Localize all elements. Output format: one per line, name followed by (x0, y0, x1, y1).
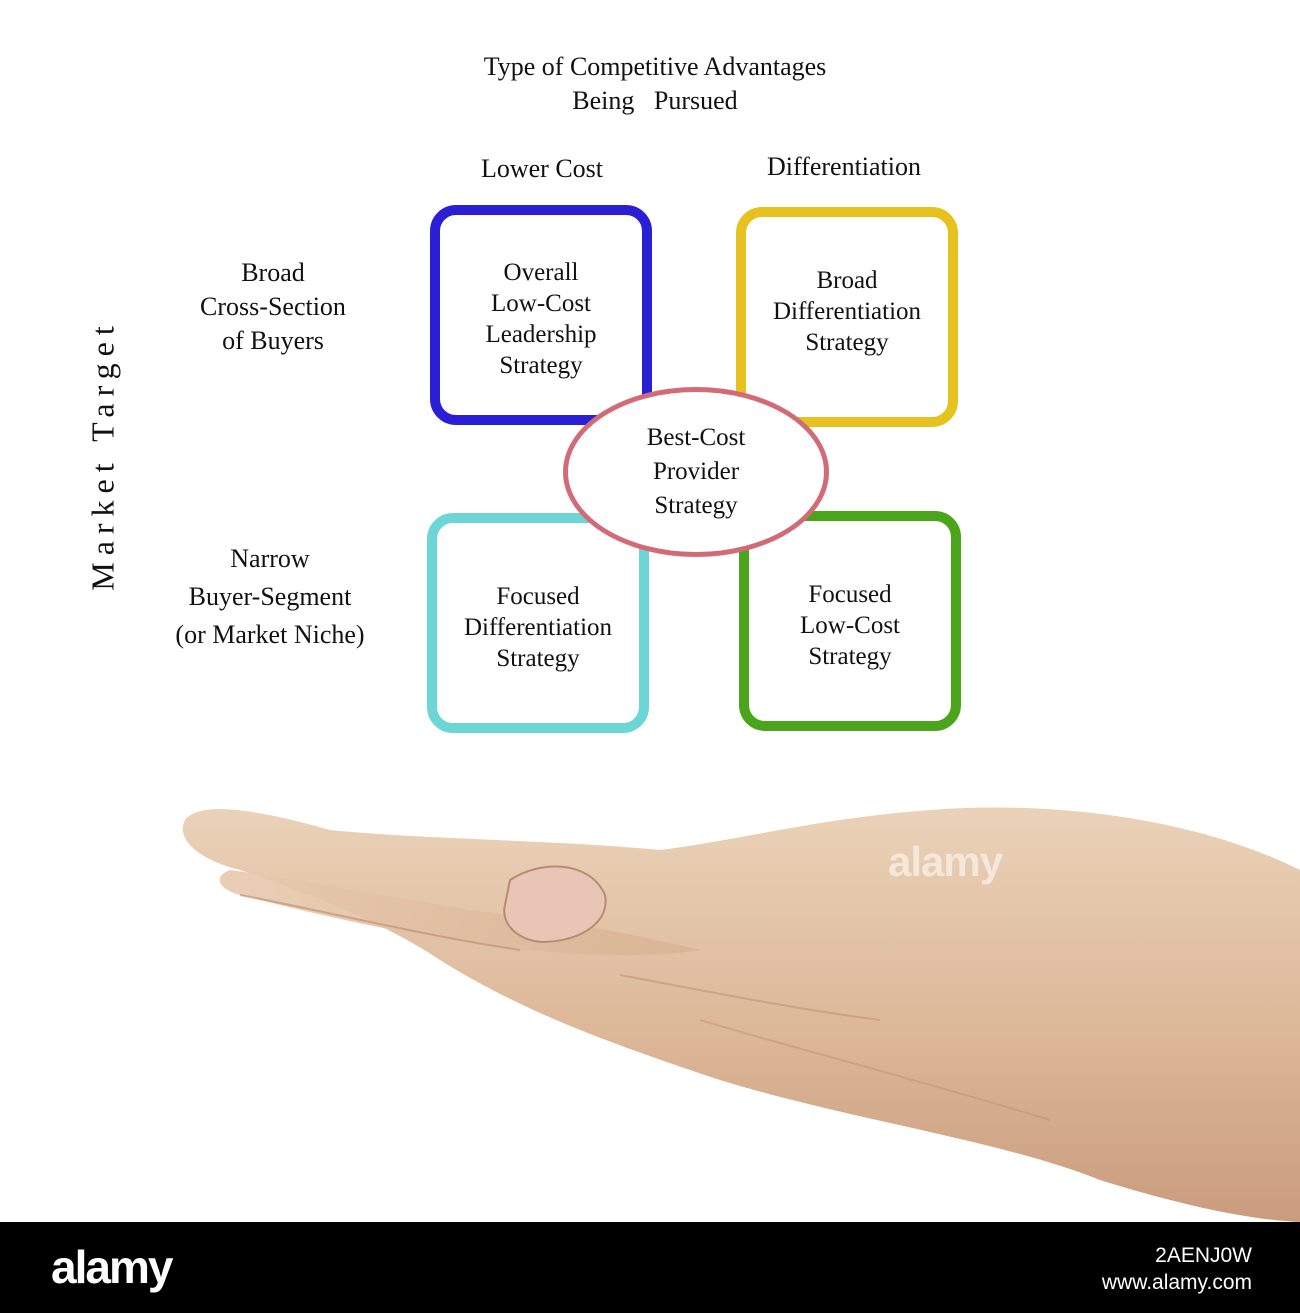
ellipse-best-cost-provider: Best-Cost Provider Strategy (563, 387, 829, 557)
title-line-1: Type of Competitive Advantages (483, 52, 827, 81)
box-broad-differentiation: Broad Differentiation Strategy (736, 207, 958, 427)
box-overall-low-cost-text: Overall Low-Cost Leadership Strategy (485, 259, 597, 379)
row-label-broad: Broad Cross-Section of Buyers (200, 258, 346, 355)
box-focused-low-cost: Focused Low-Cost Strategy (739, 511, 961, 731)
box-focused-differentiation-text: Focused Differentiation Strategy (463, 583, 613, 672)
row-label-narrow: Narrow Buyer-Segment (or Market Niche) (175, 544, 365, 649)
column-heading-differentiation: Differentiation (766, 152, 922, 181)
footer-logo: alamy (51, 1241, 173, 1293)
open-hand-image (183, 807, 1300, 1222)
box-broad-differentiation-text: Broad Differentiation Strategy (772, 267, 922, 356)
diagram-title: Type of Competitive Advantages Being Pur… (355, 50, 955, 118)
footer-bar: alamy 2AENJ0W www.alamy.com (0, 1222, 1300, 1313)
axis-label-market-target: Market Target (84, 319, 121, 591)
watermark: alamy (888, 838, 1003, 885)
box-focused-low-cost-text: Focused Low-Cost Strategy (800, 581, 900, 670)
title-line-2: Being Pursued (572, 86, 738, 115)
box-overall-low-cost: Overall Low-Cost Leadership Strategy (430, 205, 652, 425)
column-heading-lower-cost: Lower Cost (480, 154, 604, 183)
image-id: 2AENJ0W (1155, 1244, 1252, 1267)
box-focused-differentiation: Focused Differentiation Strategy (427, 513, 649, 733)
site-url: www.alamy.com (1101, 1271, 1252, 1294)
footer-image-id: 2AENJ0W www.alamy.com (1102, 1242, 1252, 1296)
ellipse-best-cost-provider-text: Best-Cost Provider Strategy (646, 424, 746, 519)
